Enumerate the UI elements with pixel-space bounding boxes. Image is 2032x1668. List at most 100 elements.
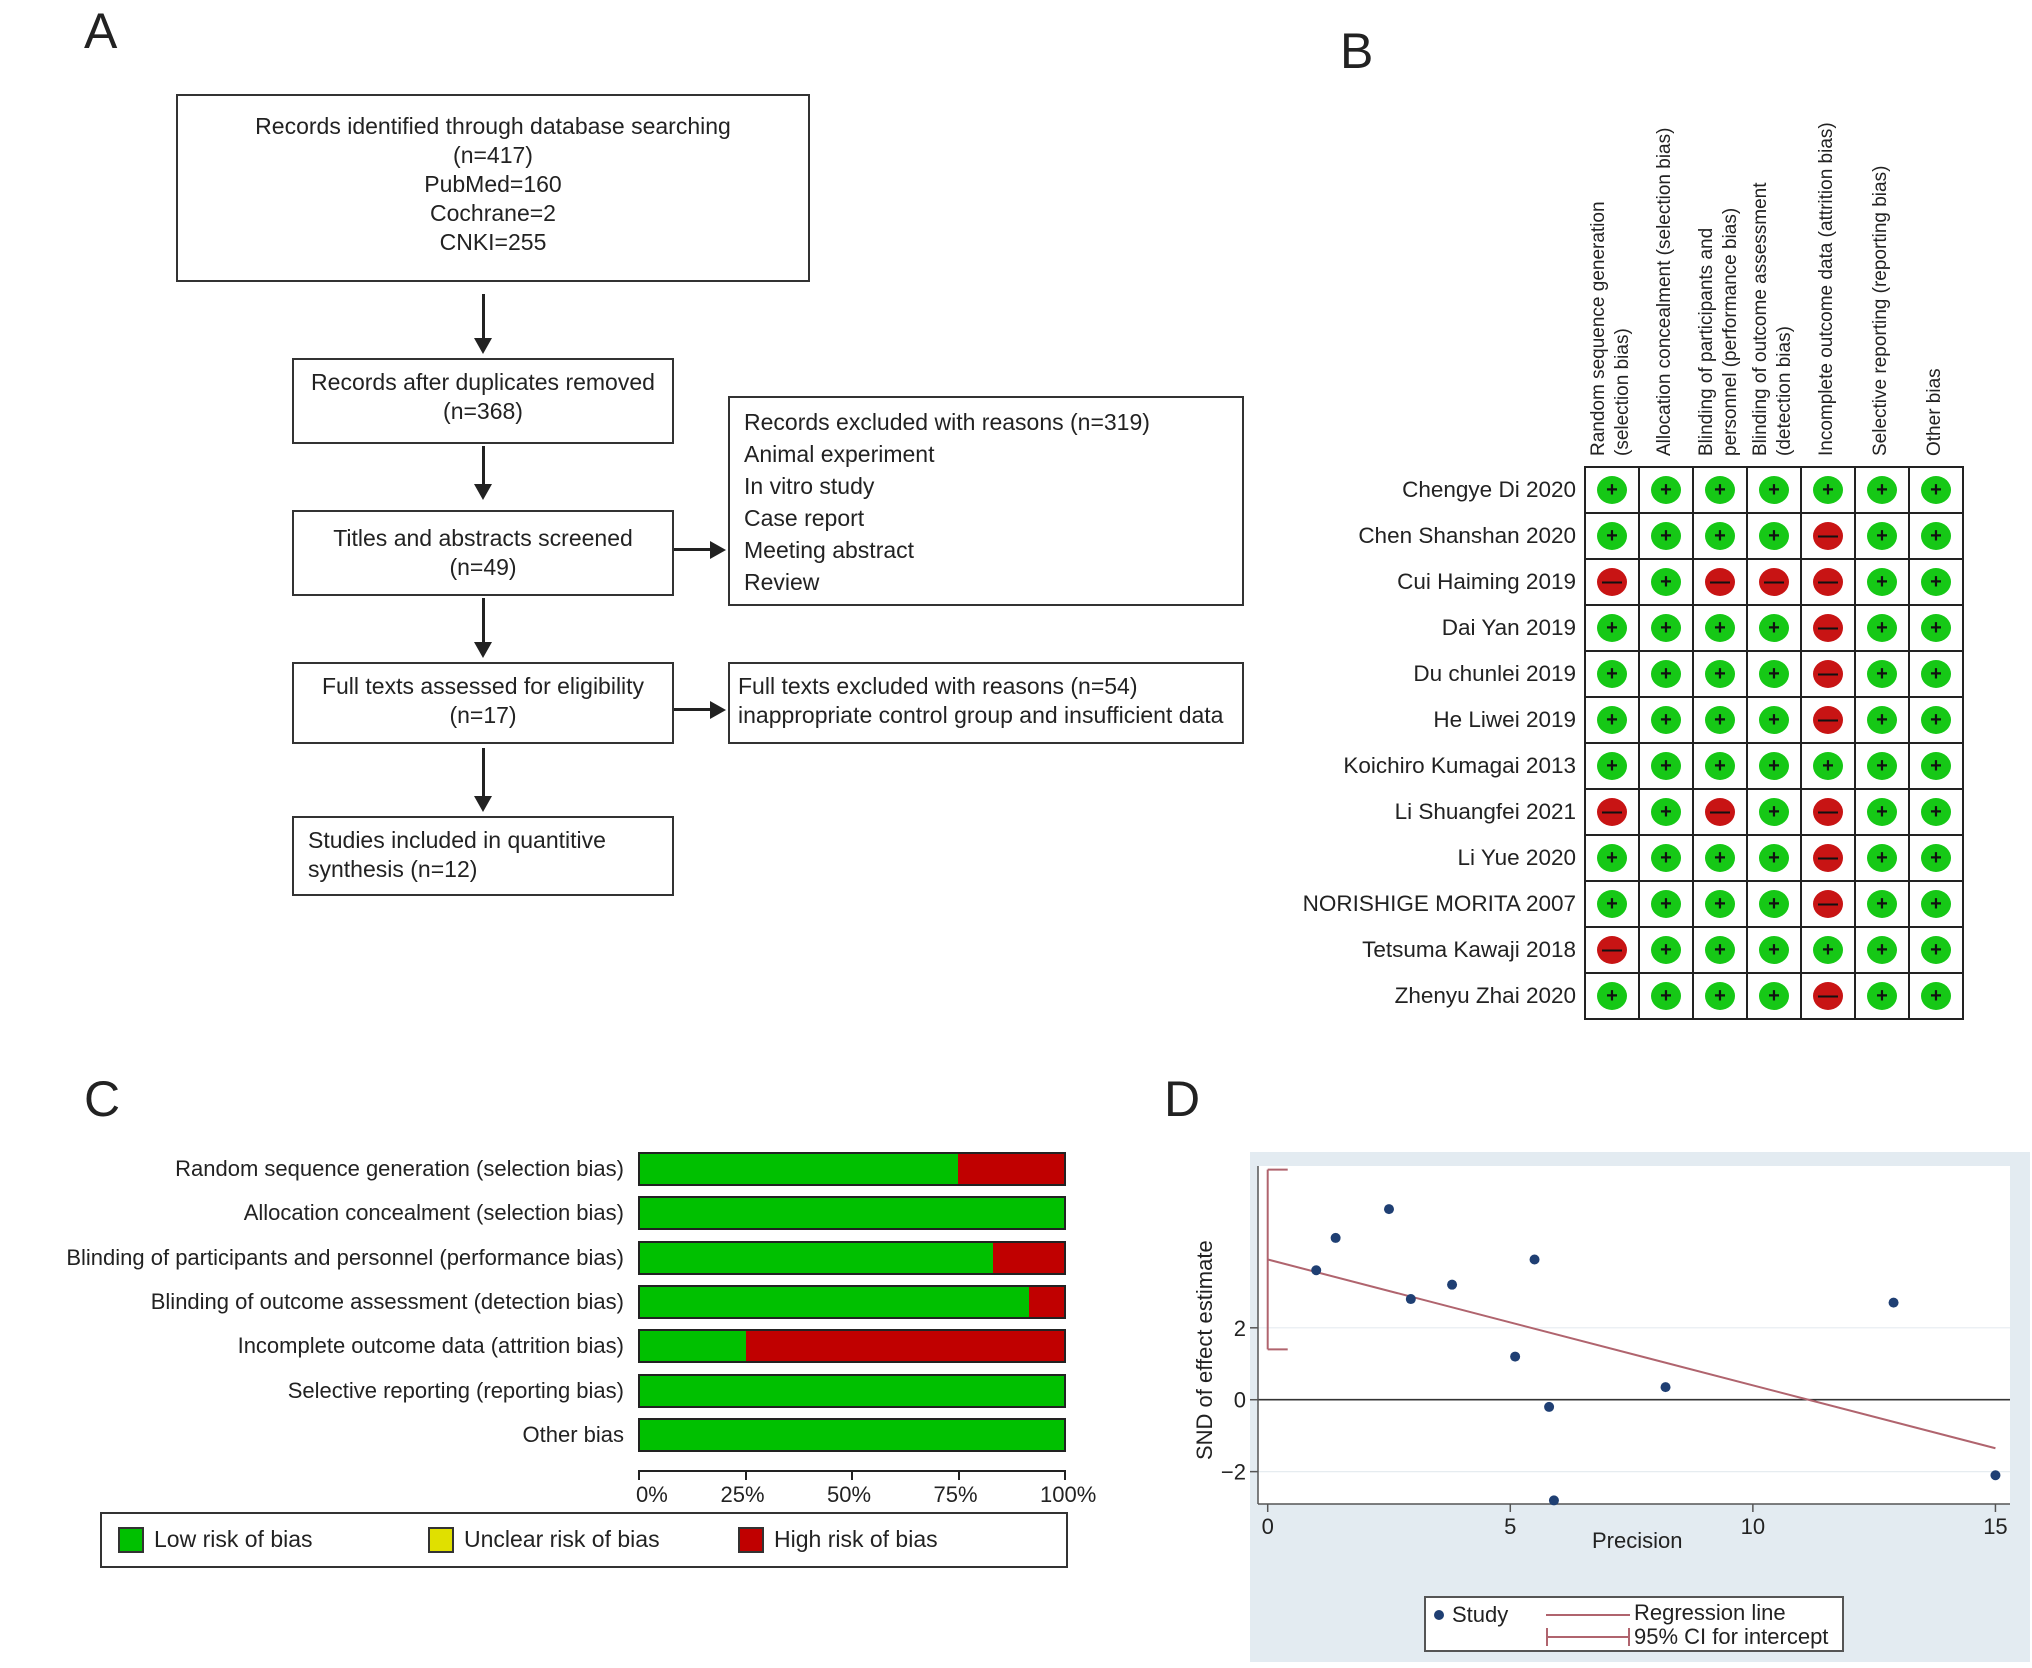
low-risk-icon: + (1759, 982, 1789, 1010)
low-risk-icon: + (1705, 844, 1735, 872)
records-excluded-box: Records excluded with reasons (n=319) An… (728, 396, 1244, 606)
rob-cell: — (1802, 698, 1856, 744)
legend-swatch-low (118, 1527, 144, 1553)
legend-label: Regression line (1634, 1600, 1786, 1625)
rob-cell: + (1910, 652, 1964, 698)
low-risk-icon: + (1921, 982, 1951, 1010)
x-axis-label: Precision (1592, 1528, 1683, 1553)
high-risk-icon: — (1813, 614, 1843, 642)
rob-cell: + (1694, 882, 1748, 928)
low-risk-icon: + (1597, 890, 1627, 918)
study-marker-icon (1434, 1610, 1444, 1620)
rob-cell: + (1910, 698, 1964, 744)
rob-cell: + (1910, 560, 1964, 606)
x-tick-label: 0 (1262, 1514, 1274, 1539)
low-risk-icon: + (1705, 660, 1735, 688)
fulltext-assessed-box: Full texts assessed for eligibility (n=1… (292, 662, 674, 744)
low-risk-icon: + (1867, 890, 1897, 918)
rob-cell: + (1586, 836, 1640, 882)
low-risk-icon: + (1651, 476, 1681, 504)
domain-header-line: Random sequence generation (1588, 201, 1609, 456)
low-risk-icon: + (1867, 660, 1897, 688)
rob-cell: — (1802, 560, 1856, 606)
stacked-bar (638, 1152, 1066, 1186)
y-tick-label: 0 (1234, 1388, 1246, 1413)
rob-cell: + (1694, 974, 1748, 1020)
low-risk-icon: + (1597, 982, 1627, 1010)
rob-cell: + (1856, 836, 1910, 882)
bar-segment (640, 1198, 1064, 1229)
category-label: Incomplete outcome data (attrition bias) (237, 1333, 624, 1359)
study-point (1660, 1382, 1671, 1393)
chart-legend: Low risk of bias Unclear risk of bias Hi… (100, 1512, 1068, 1568)
low-risk-icon: + (1921, 522, 1951, 550)
arrow-shaft (482, 748, 485, 798)
low-risk-icon: + (1867, 614, 1897, 642)
legend-swatch-high (738, 1527, 764, 1553)
box-line: CNKI=255 (439, 229, 547, 255)
rob-cell: + (1856, 468, 1910, 514)
rob-cell: — (1694, 790, 1748, 836)
bar-segment (640, 1154, 958, 1184)
rob-cell: + (1910, 744, 1964, 790)
legend-label: Low risk of bias (154, 1526, 313, 1552)
low-risk-icon: + (1651, 752, 1681, 780)
arrow-shaft (482, 598, 485, 644)
box-line: Cochrane=2 (430, 200, 556, 226)
high-risk-icon: — (1813, 522, 1843, 550)
rob-cell: — (1802, 514, 1856, 560)
rob-cell: + (1748, 698, 1802, 744)
stacked-bar (638, 1240, 1066, 1275)
legend-label: High risk of bias (774, 1526, 938, 1552)
rob-cell: + (1640, 790, 1694, 836)
box-line: (n=17) (449, 702, 517, 728)
plot-legend: Study Regression line 95% CI for interce… (1424, 1596, 1844, 1652)
rob-cell: + (1640, 928, 1694, 974)
domain-header-line: Blinding of participants and (1696, 227, 1717, 456)
rob-cell: + (1694, 698, 1748, 744)
regression-line (1267, 1258, 1996, 1450)
judgement-grid: +++++++++++—++—+———++++++—++++++—++++++—… (1584, 466, 1964, 1020)
rob-cell: + (1694, 606, 1748, 652)
rob-cell: — (1694, 560, 1748, 606)
duplicates-removed-box: Records after duplicates removed (n=368) (292, 358, 674, 444)
domain-header-line: Incomplete outcome data (attrition bias) (1816, 122, 1837, 456)
study-name: He Liwei 2019 (1433, 707, 1576, 732)
rob-cell: + (1640, 698, 1694, 744)
low-risk-icon: + (1813, 752, 1843, 780)
low-risk-icon: + (1597, 844, 1627, 872)
study-name: NORISHIGE MORITA 2007 (1302, 891, 1576, 916)
low-risk-icon: + (1921, 660, 1951, 688)
regression-line-icon (1546, 1614, 1630, 1616)
rob-cell: + (1910, 514, 1964, 560)
category-label: Allocation concealment (selection bias) (243, 1200, 624, 1226)
box-line: (n=368) (443, 398, 523, 424)
rob-cell: + (1586, 606, 1640, 652)
rob-cell: + (1802, 744, 1856, 790)
low-risk-icon: + (1867, 798, 1897, 826)
rob-cell: + (1856, 698, 1910, 744)
high-risk-icon: — (1705, 798, 1735, 826)
rob-cell: + (1856, 790, 1910, 836)
low-risk-icon: + (1651, 522, 1681, 550)
low-risk-icon: + (1705, 982, 1735, 1010)
study-name: Chengye Di 2020 (1402, 477, 1576, 502)
low-risk-icon: + (1867, 476, 1897, 504)
rob-cell: + (1748, 468, 1802, 514)
study-point (1888, 1297, 1899, 1308)
high-risk-icon: — (1759, 568, 1789, 596)
rob-cell: + (1910, 468, 1964, 514)
rob-cell: + (1856, 974, 1910, 1020)
study-name: Koichiro Kumagai 2013 (1343, 753, 1576, 778)
study-name: Cui Haiming 2019 (1397, 569, 1576, 594)
low-risk-icon: + (1597, 476, 1627, 504)
rob-cell: + (1748, 928, 1802, 974)
bar-segment (746, 1331, 1064, 1362)
rob-cell: — (1802, 974, 1856, 1020)
rob-cell: + (1910, 836, 1964, 882)
rob-cell: + (1640, 606, 1694, 652)
low-risk-icon: + (1921, 936, 1951, 964)
y-tick-label: 2 (1234, 1316, 1246, 1341)
box-line: PubMed=160 (424, 171, 562, 197)
rob-cell: + (1910, 790, 1964, 836)
